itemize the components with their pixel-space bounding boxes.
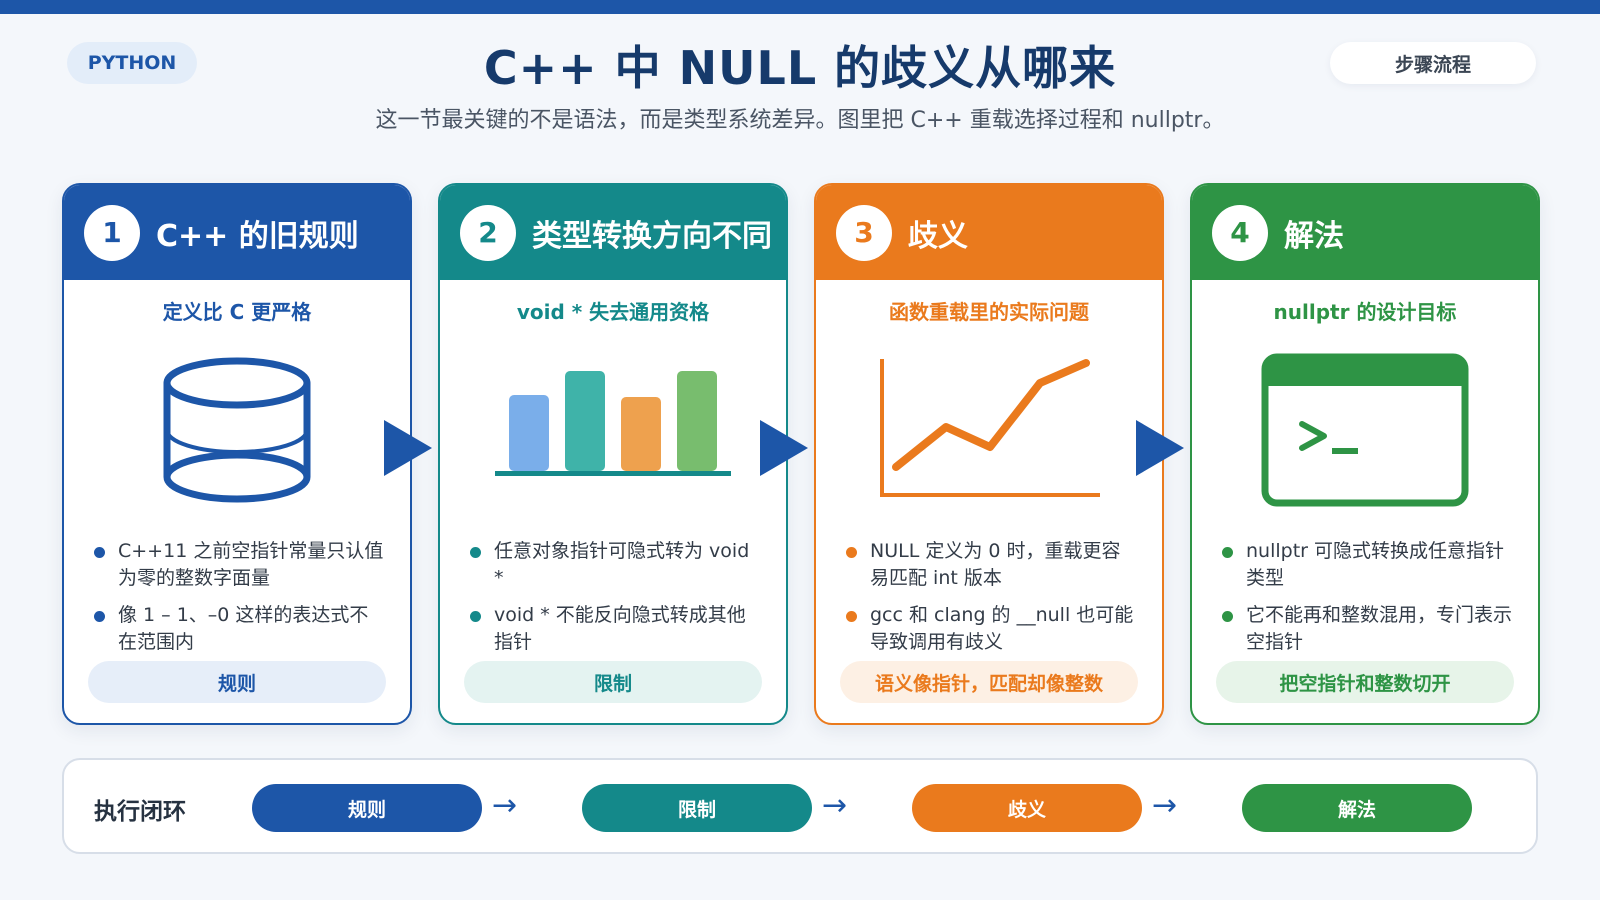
bullet-dot (470, 547, 481, 558)
loop-step-solution[interactable]: 解法 (1242, 784, 1472, 832)
loop-step-rules[interactable]: 规则 (252, 784, 482, 832)
card-title: C++ 的旧规则 (156, 218, 359, 254)
list-item: 任意对象指针可隐式转为 void * (470, 538, 760, 592)
list-item: nullptr 可隐式转换成任意指针类型 (1222, 538, 1512, 592)
card-footer-badge: 语义像指针，匹配却像整数 (840, 661, 1138, 703)
card-header: 4 解法 (1192, 185, 1538, 280)
card-footer-badge: 规则 (88, 661, 386, 703)
card-header: 2 类型转换方向不同 (440, 185, 786, 280)
loop-label: 执行闭环 (94, 799, 186, 825)
list-item: 像 1 – 1、–0 这样的表达式不在范围内 (94, 602, 384, 656)
bullet-list: C++11 之前空指针常量只认值为零的整数字面量 像 1 – 1、–0 这样的表… (64, 520, 410, 653)
list-item: void * 不能反向隐式转成其他指针 (470, 602, 760, 656)
bar-chart-icon (440, 340, 786, 520)
step-card-4: 4 解法 nullptr 的设计目标 nullptr 可隐式转换成任意指针类型 … (1190, 183, 1540, 725)
list-item: 它不能再和整数混用，专门表示空指针 (1222, 602, 1512, 656)
execution-loop-panel: 执行闭环 规则 → 限制 → 歧义 → 解法 (62, 758, 1538, 854)
bullet-dot (94, 547, 105, 558)
line-chart-icon (816, 340, 1162, 520)
top-accent-bar (0, 0, 1600, 14)
step-number: 2 (460, 204, 516, 261)
loop-step-limits[interactable]: 限制 (582, 784, 812, 832)
bullet-dot (846, 547, 857, 558)
card-subtitle: nullptr 的设计目标 (1273, 300, 1457, 324)
bullet-dot (1222, 547, 1233, 558)
card-footer-badge: 把空指针和整数切开 (1216, 661, 1514, 703)
card-title: 类型转换方向不同 (532, 218, 772, 254)
flow-arrow-icon (384, 420, 432, 476)
card-header: 3 歧义 (816, 185, 1162, 280)
bullet-dot (470, 611, 481, 622)
arrow-right-icon: → (492, 788, 518, 823)
bullet-list: nullptr 可隐式转换成任意指针类型 它不能再和整数混用，专门表示空指针 (1192, 520, 1538, 653)
bullet-list: NULL 定义为 0 时，重载更容易匹配 int 版本 gcc 和 clang … (816, 520, 1162, 653)
card-subtitle: void * 失去通用资格 (516, 300, 710, 324)
arrow-right-icon: → (822, 788, 848, 823)
bullet-list: 任意对象指针可隐式转为 void * void * 不能反向隐式转成其他指针 (440, 520, 786, 653)
page-subtitle: 这一节最关键的不是语法，而是类型系统差异。图里把 C++ 重载选择过程和 nul… (375, 108, 1225, 133)
bullet-dot (94, 611, 105, 622)
terminal-icon (1192, 340, 1538, 520)
step-number: 3 (836, 204, 892, 261)
loop-step-ambiguity[interactable]: 歧义 (912, 784, 1142, 832)
flow-arrow-icon (1136, 420, 1184, 476)
language-tag: PYTHON (67, 42, 197, 84)
mode-badge: 步骤流程 (1330, 42, 1536, 84)
step-card-1: 1 C++ 的旧规则 定义比 C 更严格 C++11 之前空指针常量只认值为零的… (62, 183, 412, 725)
card-header: 1 C++ 的旧规则 (64, 185, 410, 280)
flow-arrow-icon (760, 420, 808, 476)
list-item: gcc 和 clang 的 __null 也可能导致调用有歧义 (846, 602, 1136, 656)
card-title: 歧义 (908, 218, 968, 254)
card-subtitle: 定义比 C 更严格 (162, 300, 312, 324)
list-item: NULL 定义为 0 时，重载更容易匹配 int 版本 (846, 538, 1136, 592)
bullet-dot (846, 611, 857, 622)
step-number: 1 (84, 204, 140, 261)
card-title: 解法 (1284, 218, 1344, 254)
step-number: 4 (1212, 204, 1268, 261)
step-card-2: 2 类型转换方向不同 void * 失去通用资格 任意对象指针可隐式转为 voi… (438, 183, 788, 725)
page-title: C++ 中 NULL 的歧义从哪来 (483, 41, 1117, 95)
card-subtitle: 函数重载里的实际问题 (889, 300, 1089, 324)
step-card-3: 3 歧义 函数重载里的实际问题 NULL 定义为 0 时，重载更容易匹配 int… (814, 183, 1164, 725)
arrow-right-icon: → (1152, 788, 1178, 823)
bullet-dot (1222, 611, 1233, 622)
list-item: C++11 之前空指针常量只认值为零的整数字面量 (94, 538, 384, 592)
card-footer-badge: 限制 (464, 661, 762, 703)
database-icon (64, 340, 410, 520)
